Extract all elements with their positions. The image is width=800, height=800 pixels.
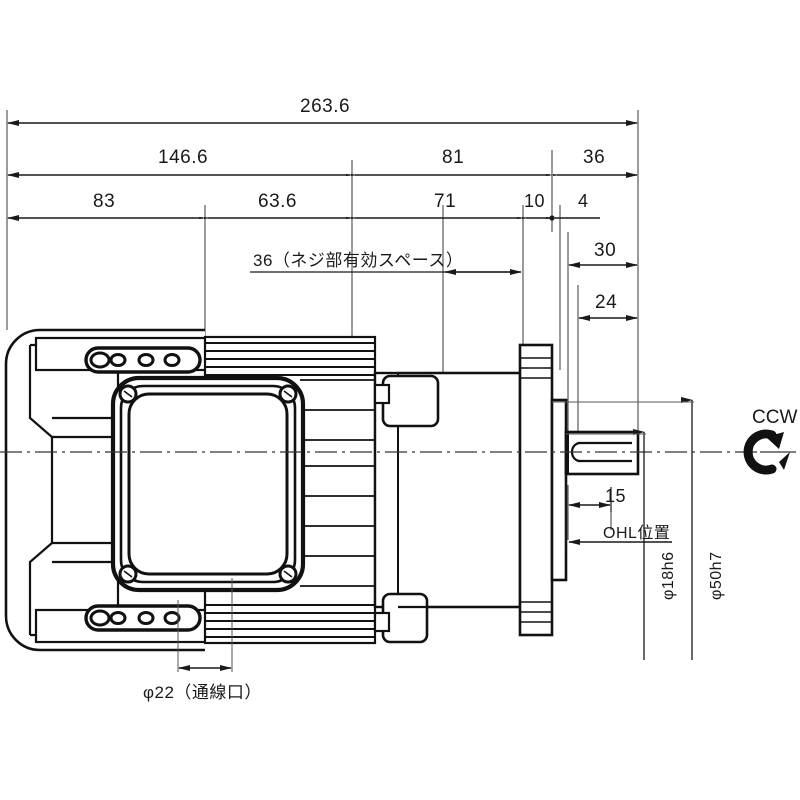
label-spigot-diameter: φ50h7 bbox=[708, 551, 725, 600]
ccw-rotation-icon bbox=[743, 429, 796, 475]
output-shaft bbox=[564, 430, 640, 476]
extension-lines bbox=[6, 110, 639, 540]
terminal-box bbox=[110, 375, 306, 593]
dim-label-71: 71 bbox=[434, 191, 457, 212]
label-ohl-position: OHL位置 bbox=[603, 525, 671, 542]
label-shaft-diameter: φ18h6 bbox=[660, 551, 677, 600]
dim-label-146-6: 146.6 bbox=[158, 147, 209, 168]
dimension-row-3 bbox=[7, 215, 600, 221]
label-cable-entry: φ22（通線口） bbox=[143, 683, 262, 702]
mounting-foot-bottom bbox=[84, 604, 202, 632]
dim-label-overall-length: 263.6 bbox=[300, 96, 351, 117]
dim-label-thread-effective-space: 36（ネジ部有効スペース） bbox=[253, 251, 464, 270]
dimension-cable-entry bbox=[177, 578, 233, 672]
label-ccw-rotation: CCW bbox=[752, 407, 798, 428]
dim-label-30: 30 bbox=[594, 240, 617, 261]
dim-label-36-shaft-section: 36 bbox=[583, 147, 606, 168]
diameter-dimensions bbox=[552, 397, 694, 660]
terminal-box-screws bbox=[118, 384, 298, 584]
dim-label-4: 4 bbox=[578, 191, 589, 211]
dim-label-24: 24 bbox=[595, 292, 618, 313]
dim-label-15: 15 bbox=[605, 486, 627, 506]
dim-label-81: 81 bbox=[442, 147, 465, 168]
dimension-ohl-15 bbox=[565, 474, 672, 545]
mounting-flange bbox=[518, 343, 568, 637]
mounting-foot-top bbox=[84, 346, 202, 374]
dim-label-63-6: 63.6 bbox=[258, 191, 297, 212]
dim-label-83: 83 bbox=[93, 191, 116, 212]
motor-barrel bbox=[373, 371, 522, 644]
dim-label-10: 10 bbox=[524, 191, 546, 211]
